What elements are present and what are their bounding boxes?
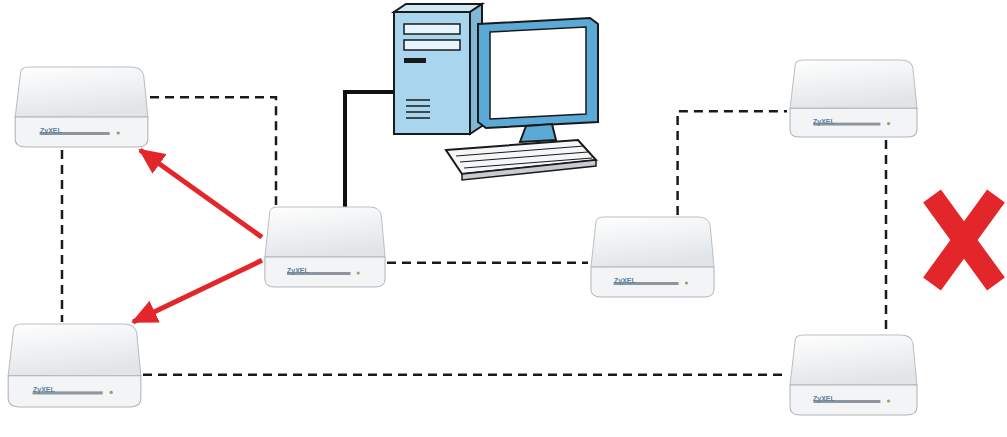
brand-logo: ZyXEL — [813, 118, 835, 126]
powerline-link — [150, 97, 276, 205]
adapter-shape — [787, 58, 919, 140]
brand-logo: ZyXEL — [614, 277, 636, 285]
powerline-adapter: ZyXEL — [5, 322, 143, 410]
powerline-adapter: ZyXEL — [588, 215, 716, 300]
powerline-link — [143, 374, 787, 377]
brand-logo: ZyXEL — [40, 127, 62, 135]
adapter-shape — [5, 322, 143, 410]
powerline-adapter: ZyXEL — [12, 65, 150, 150]
adapter-shape — [588, 215, 716, 300]
powerline-adapter: ZyXEL — [262, 205, 387, 290]
ethernet-cable — [345, 92, 394, 207]
brand-logo: ZyXEL — [813, 395, 835, 403]
powerline-link — [678, 111, 787, 215]
signal-arrow — [140, 150, 262, 237]
adapter-shape — [262, 205, 387, 290]
powerline-link — [387, 262, 588, 265]
computer — [394, 4, 598, 180]
red-cross — [932, 196, 996, 284]
brand-logo: ZyXEL — [33, 386, 55, 394]
adapter-shape — [787, 333, 919, 418]
signal-arrow — [133, 260, 262, 322]
powerline-link — [885, 140, 888, 333]
powerline-link — [61, 150, 64, 322]
powerline-adapter: ZyXEL — [787, 333, 919, 418]
adapter-shape — [12, 65, 150, 150]
powerline-adapter: ZyXEL — [787, 58, 919, 140]
brand-logo: ZyXEL — [287, 267, 309, 275]
